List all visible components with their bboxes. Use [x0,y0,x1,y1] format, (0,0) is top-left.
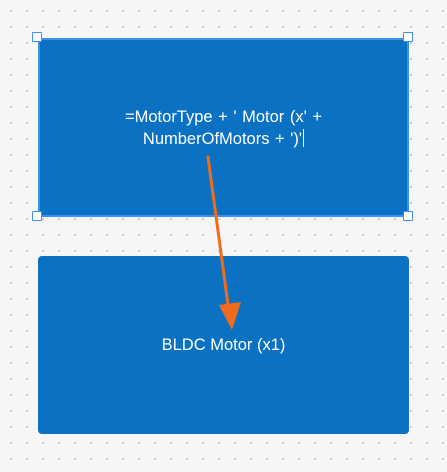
result-shape[interactable]: BLDC Motor (x1) [38,256,409,434]
formula-editor[interactable]: =MotorType + ' Motor (x' + NumberOfMotor… [99,106,349,150]
resize-handle-top-right[interactable] [403,32,413,42]
resize-handle-top-left[interactable] [32,32,42,42]
formula-shape[interactable]: =MotorType + ' Motor (x' + NumberOfMotor… [38,38,409,217]
formula-text: =MotorType + ' Motor (x' + NumberOfMotor… [125,107,322,148]
resize-handle-bottom-left[interactable] [32,211,42,221]
result-label: BLDC Motor (x1) [161,335,286,354]
resize-handle-bottom-right[interactable] [403,211,413,221]
text-caret [303,128,305,147]
